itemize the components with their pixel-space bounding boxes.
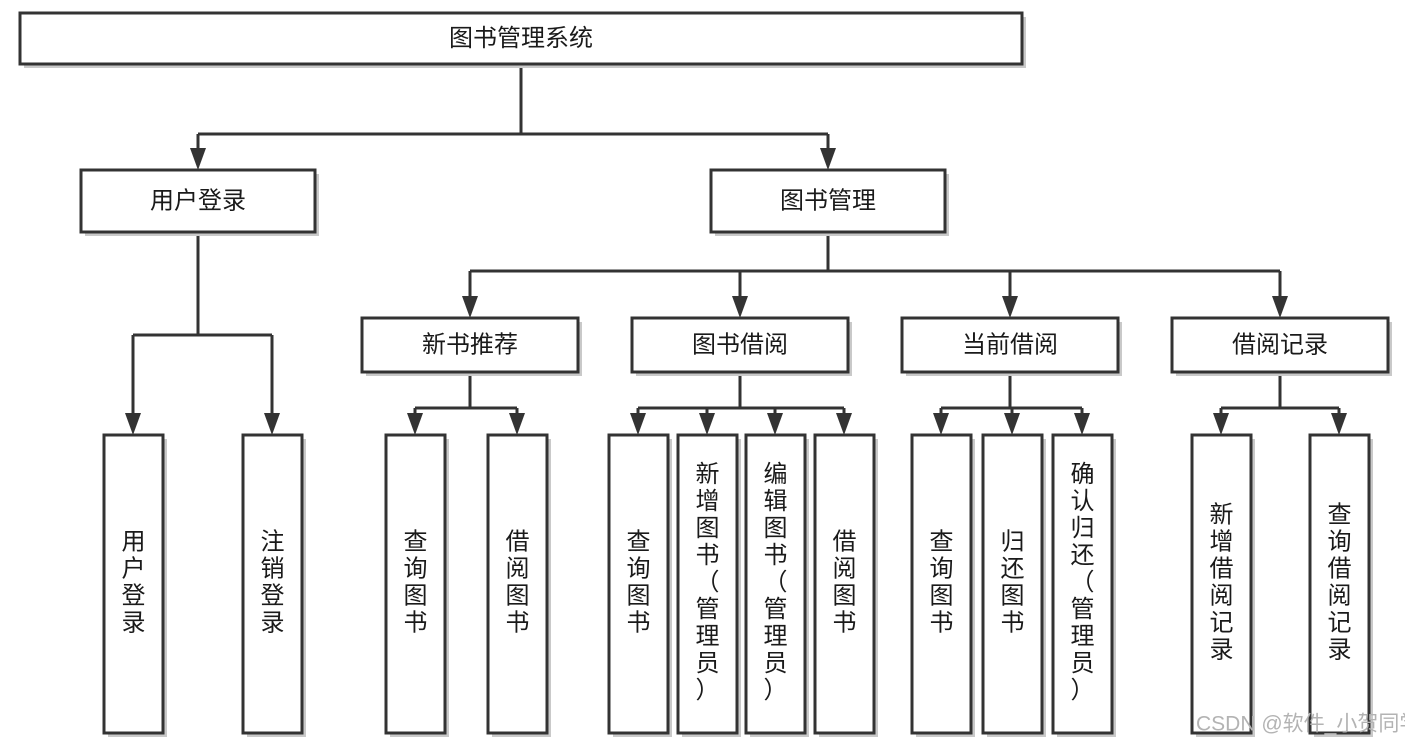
node-leaf-add-borrow-record[interactable]: 新增借阅记录 [1190,433,1255,737]
node-label: 用户登录 [122,529,146,637]
node-box[interactable] [360,316,580,374]
node-box[interactable] [900,316,1120,374]
node-layer: 图书管理系统用户登录图书管理新书推荐图书借阅当前借阅借阅记录用户登录注销登录查询… [18,11,1392,737]
node-label: 新书推荐 [422,331,518,358]
node-box[interactable] [910,433,973,735]
node-label: 查询图书 [930,529,954,637]
connector-recommend-to-leaves [407,372,525,435]
node-label: 借阅图书 [833,529,857,637]
node-box[interactable] [981,433,1044,735]
node-user-login[interactable]: 用户登录 [79,168,319,236]
connector-borrow-to-leaves [630,372,852,435]
node-label: 新增借阅记录 [1210,502,1234,664]
connector-current-to-leaves [933,372,1090,435]
node-book-borrow[interactable]: 图书借阅 [630,316,852,376]
node-box[interactable] [709,168,947,234]
node-label: 借阅记录 [1232,331,1328,358]
node-box[interactable] [241,433,304,735]
node-box[interactable] [102,433,165,735]
node-box[interactable] [18,11,1024,66]
node-label: 查询图书 [627,529,651,637]
node-leaf-edit-book-admin[interactable]: 编辑图书（管理员） [744,433,809,737]
node-borrow-record[interactable]: 借阅记录 [1170,316,1392,376]
connector-record-to-leaves [1213,372,1347,435]
node-leaf-confirm-return-admin[interactable]: 确认归还（管理员） [1051,433,1116,737]
node-box[interactable] [1170,316,1390,374]
node-leaf-query-book-2[interactable]: 查询图书 [607,433,672,737]
connector-bookmgmt-to-level3 [462,232,1288,318]
node-leaf-borrow-book-1[interactable]: 借阅图书 [486,433,551,737]
node-label: 图书借阅 [692,331,788,358]
node-label: 查询图书 [404,529,428,637]
node-label: 图书管理系统 [449,25,593,52]
node-label: 用户登录 [150,187,246,214]
node-leaf-query-book-1[interactable]: 查询图书 [384,433,449,737]
node-box[interactable] [384,433,447,735]
node-leaf-logout[interactable]: 注销登录 [241,433,306,737]
node-root[interactable]: 图书管理系统 [18,11,1026,68]
connector-layer [125,64,1347,435]
node-label: 编辑图书（管理员） [764,461,788,704]
node-leaf-user-login[interactable]: 用户登录 [102,433,167,737]
watermark-label: CSDN @软件_小贺同学 [1196,713,1405,736]
connector-login-to-leaves [125,232,280,435]
node-label: 新增图书（管理员） [696,461,720,704]
node-box[interactable] [1190,433,1253,735]
node-box[interactable] [744,433,807,735]
node-leaf-return-book[interactable]: 归还图书 [981,433,1046,737]
node-current-borrow[interactable]: 当前借阅 [900,316,1122,376]
node-box[interactable] [813,433,876,735]
node-label: 图书管理 [780,187,876,214]
node-box[interactable] [79,168,317,234]
node-new-book-recommend[interactable]: 新书推荐 [360,316,582,376]
node-label: 借阅图书 [506,529,530,637]
node-label: 查询借阅记录 [1328,502,1352,664]
node-leaf-add-book-admin[interactable]: 新增图书（管理员） [676,433,741,737]
node-leaf-query-borrow-record[interactable]: 查询借阅记录 [1308,433,1373,737]
node-leaf-borrow-book-2[interactable]: 借阅图书 [813,433,878,737]
node-box[interactable] [630,316,850,374]
node-box[interactable] [607,433,670,735]
connector-root-to-level2 [190,64,836,170]
node-book-management[interactable]: 图书管理 [709,168,949,236]
node-box[interactable] [1308,433,1371,735]
node-label: 确认归还（管理员） [1071,461,1095,704]
node-box[interactable] [676,433,739,735]
node-label: 归还图书 [1001,529,1025,637]
node-box[interactable] [486,433,549,735]
node-label: 注销登录 [261,529,285,637]
node-box[interactable] [1051,433,1114,735]
node-leaf-query-book-3[interactable]: 查询图书 [910,433,975,737]
node-label: 当前借阅 [962,331,1058,358]
